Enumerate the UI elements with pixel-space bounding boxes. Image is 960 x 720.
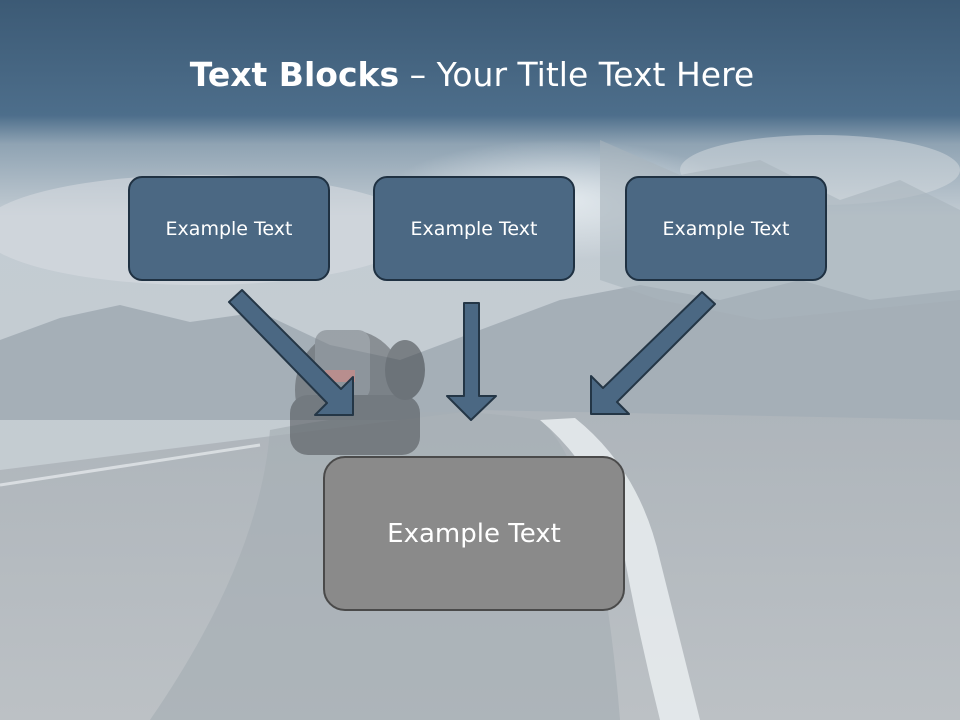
text-block-3[interactable]: Example Text: [625, 176, 827, 281]
text-block-3-label: Example Text: [662, 217, 790, 240]
arrow-center: [446, 302, 497, 421]
arrow-left: [228, 289, 354, 416]
title-rest: – Your Title Text Here: [409, 55, 755, 94]
text-block-1[interactable]: Example Text: [128, 176, 330, 281]
page-title: Text Blocks – Your Title Text Here: [0, 52, 944, 98]
title-bold: Text Blocks: [189, 55, 400, 94]
text-block-2-label: Example Text: [410, 217, 538, 240]
target-block-label: Example Text: [387, 518, 561, 549]
arrow-right: [590, 291, 716, 415]
text-block-2[interactable]: Example Text: [373, 176, 575, 281]
text-block-1-label: Example Text: [165, 217, 293, 240]
target-block[interactable]: Example Text: [323, 456, 625, 611]
